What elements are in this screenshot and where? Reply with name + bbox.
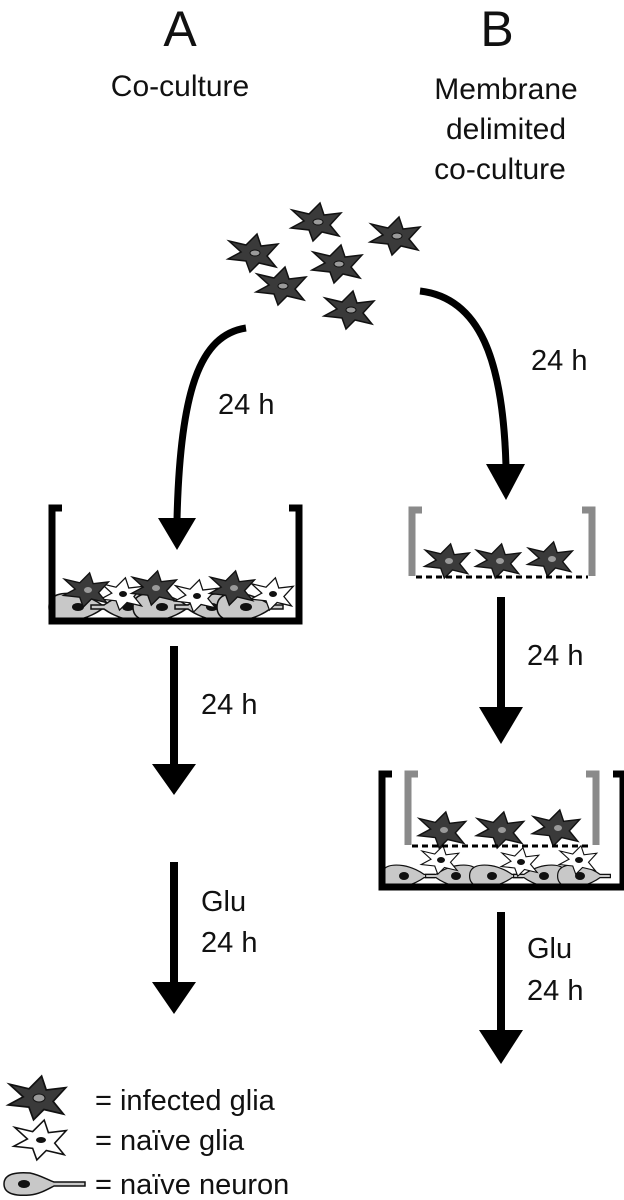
panel-a-step1-label: 24 h	[218, 389, 274, 421]
panel-a-step2-label: 24 h	[201, 689, 257, 721]
legend: = infected glia = naïve glia = naïve neu…	[3, 1075, 289, 1200]
arrow-b-curved	[419, 287, 525, 500]
legend-naive-neuron-icon	[3, 1171, 86, 1197]
well-a-naive-glia	[100, 577, 294, 613]
legend-infected-glia-label: = infected glia	[95, 1085, 276, 1117]
panel-b-letter: B	[480, 1, 513, 57]
arrow-b-step2	[479, 597, 523, 744]
well-b-neurons	[381, 864, 612, 888]
panel-b-step3-label-glu: Glu	[527, 933, 572, 965]
arrow-a-step2	[152, 646, 196, 795]
well-a-infected-glia	[62, 570, 256, 608]
panel-b-title-line1: Membrane	[434, 73, 577, 106]
insert-b	[408, 506, 596, 579]
legend-naive-neuron-label: = naïve neuron	[95, 1169, 289, 1200]
panel-b-title-line3: co-culture	[434, 153, 566, 186]
legend-naive-glia-label: = naïve glia	[95, 1125, 245, 1157]
well-a	[48, 504, 303, 625]
well-b-insert	[404, 770, 600, 849]
legend-infected-glia-icon	[7, 1075, 67, 1121]
panel-b-step1-label: 24 h	[531, 345, 587, 377]
infected-glia-cluster	[227, 202, 421, 330]
arrow-a-step3	[152, 862, 196, 1014]
panel-b-title-line2: delimited	[446, 113, 566, 146]
well-b-naive-glia	[420, 845, 598, 877]
arrow-b-step3	[479, 912, 523, 1064]
panel-b-step2-label: 24 h	[527, 640, 583, 672]
well-b	[378, 770, 624, 891]
panel-b-step3-label-time: 24 h	[527, 975, 583, 1007]
panel-a-title: Co-culture	[111, 70, 249, 103]
panel-a-step3-label-time: 24 h	[201, 927, 257, 959]
panel-a-letter: A	[163, 1, 197, 57]
panel-a-step3-label-glu: Glu	[201, 886, 246, 918]
arrow-a-curved	[158, 324, 247, 550]
legend-naive-glia-icon	[12, 1119, 68, 1161]
